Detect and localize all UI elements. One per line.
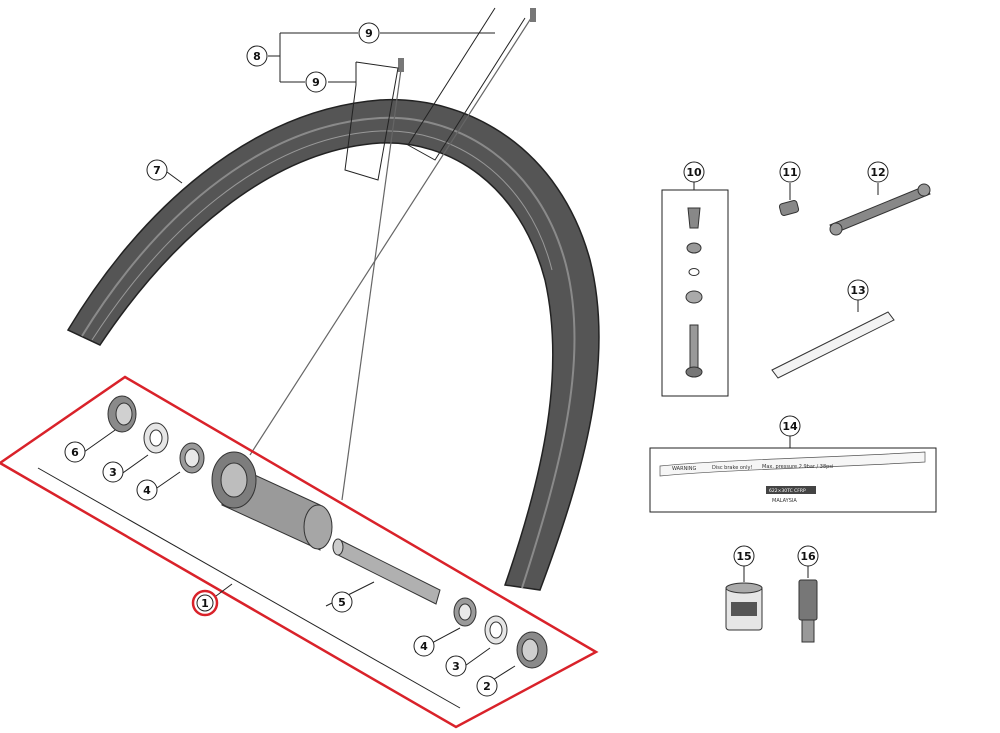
decal-line1: Disc brake only! <box>712 465 752 471</box>
callout-14[interactable]: 14 <box>779 415 801 437</box>
bearing-part-4a[interactable] <box>179 442 205 474</box>
callout-13[interactable]: 13 <box>847 279 869 301</box>
decal-part-14[interactable]: WARNING Disc brake only! Max. pressure 2… <box>649 436 937 513</box>
seal-ring-part-3a[interactable] <box>143 422 169 454</box>
spokes <box>249 8 536 501</box>
valve-kit-box <box>661 189 729 397</box>
svg-text:13: 13 <box>850 284 865 297</box>
svg-text:6: 6 <box>71 446 79 459</box>
svg-text:14: 14 <box>782 420 798 433</box>
svg-text:9: 9 <box>312 76 320 89</box>
decal-size: 622×30TC CFRP <box>769 488 806 494</box>
callout-4a[interactable]: 4 <box>136 479 158 501</box>
callout-16[interactable]: 16 <box>797 545 819 567</box>
hub-assembly-frame <box>0 375 599 729</box>
callout-10[interactable]: 10 <box>683 161 705 183</box>
end-cap-part-6[interactable] <box>107 395 137 433</box>
svg-text:15: 15 <box>736 550 751 563</box>
svg-text:10: 10 <box>686 166 702 179</box>
rim-inner-edge <box>81 116 576 589</box>
rim-bead <box>91 130 553 341</box>
spoke-a <box>249 11 536 456</box>
decal-box <box>649 447 937 513</box>
valve-kit-part-10[interactable] <box>661 180 729 397</box>
callout-15[interactable]: 15 <box>733 545 755 567</box>
hub-body[interactable] <box>211 451 333 551</box>
svg-text:3: 3 <box>109 466 117 479</box>
axle-part-5[interactable] <box>332 538 441 605</box>
bearing-part-4b[interactable] <box>453 597 477 627</box>
svg-text:4: 4 <box>420 640 428 653</box>
seal-ring-part-3b[interactable] <box>484 615 508 645</box>
callout-3a[interactable]: 3 <box>102 461 124 483</box>
callouts: 9 8 9 7 10 11 12 13 14 15 16 6 3 4 1 5 4… <box>64 22 889 697</box>
svg-text:9: 9 <box>365 27 373 40</box>
callout-6[interactable]: 6 <box>64 441 86 463</box>
valve-extender-part-16[interactable] <box>798 566 818 643</box>
decal-made: MALAYSIA <box>772 498 797 504</box>
spoke-wrench-part-12[interactable] <box>829 183 931 236</box>
svg-text:4: 4 <box>143 484 151 497</box>
svg-text:1: 1 <box>201 597 209 610</box>
callout-9a[interactable]: 9 <box>358 22 380 44</box>
grease-part-15[interactable] <box>725 566 763 631</box>
callout-12[interactable]: 12 <box>867 161 889 183</box>
decal-line2: Max. pressure 2.9bar / 38psi <box>762 464 833 470</box>
svg-text:11: 11 <box>782 166 797 179</box>
svg-text:12: 12 <box>870 166 885 179</box>
svg-text:5: 5 <box>338 596 346 609</box>
rim-body <box>66 98 600 591</box>
callout-11[interactable]: 11 <box>779 161 801 183</box>
spoke-nipple-a <box>530 8 536 22</box>
callout-8-9-leaders <box>268 7 526 181</box>
svg-text:8: 8 <box>253 50 261 63</box>
end-cap-part-2[interactable] <box>516 631 548 669</box>
hub-parts <box>107 395 548 669</box>
decal-warning: WARNING <box>672 466 697 472</box>
callout-9b[interactable]: 9 <box>305 71 327 93</box>
callout-8[interactable]: 8 <box>246 45 268 67</box>
svg-text:16: 16 <box>800 550 816 563</box>
callout-2[interactable]: 2 <box>476 675 498 697</box>
spoke-b <box>341 61 403 501</box>
callout-5[interactable]: 5 <box>331 591 353 613</box>
callout-7[interactable]: 7 <box>146 159 168 181</box>
callout-4b[interactable]: 4 <box>413 635 435 657</box>
svg-text:3: 3 <box>452 660 460 673</box>
svg-text:2: 2 <box>483 680 491 693</box>
callout-3b[interactable]: 3 <box>445 655 467 677</box>
rim-tape-part-13[interactable] <box>771 300 895 379</box>
rim-nut-part-11[interactable] <box>778 183 800 216</box>
callout-1[interactable]: 1 <box>191 589 219 617</box>
svg-text:7: 7 <box>153 164 161 177</box>
rim-part-7[interactable] <box>66 98 600 591</box>
spoke-nipple-b <box>398 58 404 72</box>
